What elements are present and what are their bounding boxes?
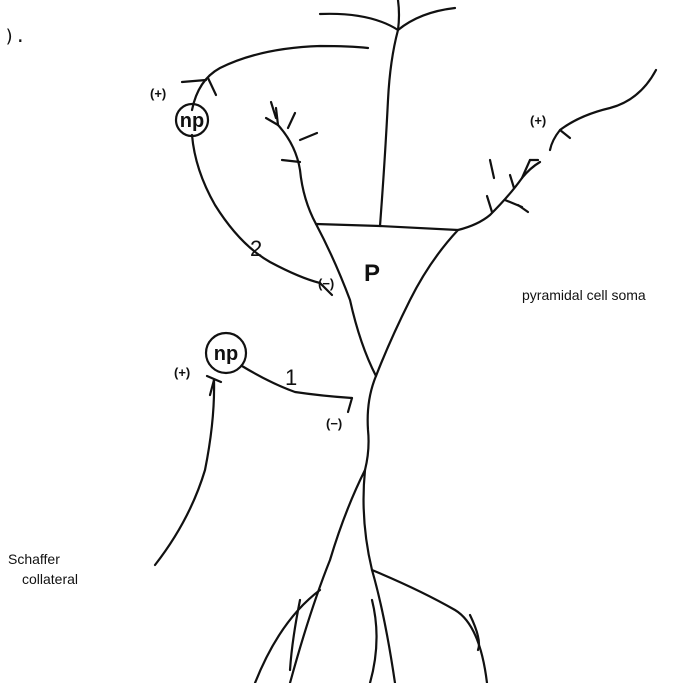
excitatory-sign-np2: (+) bbox=[150, 86, 166, 101]
apical-dendrite-right bbox=[458, 162, 540, 230]
central-dendrite bbox=[380, 0, 399, 226]
pyramidal-soma-outline bbox=[316, 224, 458, 376]
pyramidal-cell-label: P bbox=[364, 260, 380, 287]
excitatory-sign-np1: (+) bbox=[174, 365, 190, 380]
interneuron-2-label: np bbox=[180, 110, 204, 132]
right-input-fiber bbox=[550, 70, 656, 150]
schaffer-collateral bbox=[155, 380, 214, 565]
interneuron-2-axon bbox=[192, 46, 368, 110]
inhibitory-sign-1: (−) bbox=[326, 416, 342, 431]
soma-caption: pyramidal cell soma bbox=[522, 287, 646, 303]
inhibitory-sign-2: (−) bbox=[318, 276, 334, 291]
schaffer-caption-line1: Schaffer bbox=[8, 551, 60, 567]
excitatory-sign-right: (+) bbox=[530, 113, 546, 128]
schaffer-caption-line2: collateral bbox=[22, 571, 78, 587]
apical-dendrite-left bbox=[278, 125, 316, 224]
interneuron-1-label: np bbox=[214, 343, 238, 365]
pathway-1-label: 1 bbox=[285, 365, 297, 390]
pathway-2-label: 2 bbox=[250, 236, 262, 261]
top-text-fragment: ). bbox=[4, 26, 26, 47]
